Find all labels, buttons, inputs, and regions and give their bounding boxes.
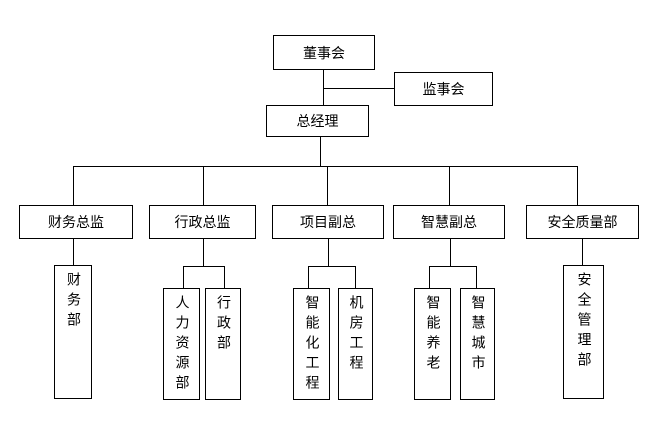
sub-node-server-room: 机房工程 [338,288,373,400]
supervisory-node: 监事会 [394,72,493,106]
gm-node: 总经理 [266,105,369,137]
sub-node-smart-city: 智慧城市 [460,288,495,400]
dept-label: 行政总监 [174,215,231,231]
dept-label: 项目副总 [300,215,356,231]
supervisory-label: 监事会 [422,82,465,98]
gm-label: 总经理 [296,114,339,130]
sub-node-smart-elderly: 智能养老 [414,288,451,400]
sub-label: 人力资源部 [173,295,190,395]
sub-label: 智能养老 [424,295,441,375]
sub-label: 财务部 [65,272,81,332]
board-node: 董事会 [273,35,375,70]
dept-label: 安全质量部 [547,215,618,231]
sub-label: 安全管理部 [575,272,592,372]
dept-label: 智慧副总 [421,215,477,231]
sub-node-smart-engineering: 智能化工程 [293,288,330,400]
dept-node-admin: 行政总监 [149,205,256,239]
dept-node-smart: 智慧副总 [393,205,505,239]
sub-node-safety-mgmt: 安全管理部 [563,265,604,399]
dept-node-finance: 财务总监 [19,205,133,239]
sub-label: 行政部 [215,295,231,355]
sub-node-finance-dept: 财务部 [54,265,92,399]
dept-label: 财务总监 [48,215,104,231]
dept-node-safety: 安全质量部 [526,205,639,239]
sub-label: 机房工程 [347,295,364,375]
board-label: 董事会 [303,45,345,62]
sub-label: 智能化工程 [303,295,320,395]
sub-node-admin-dept: 行政部 [205,288,241,400]
sub-node-hr: 人力资源部 [163,288,200,400]
sub-label: 智慧城市 [469,295,486,375]
dept-node-project: 项目副总 [272,205,384,239]
